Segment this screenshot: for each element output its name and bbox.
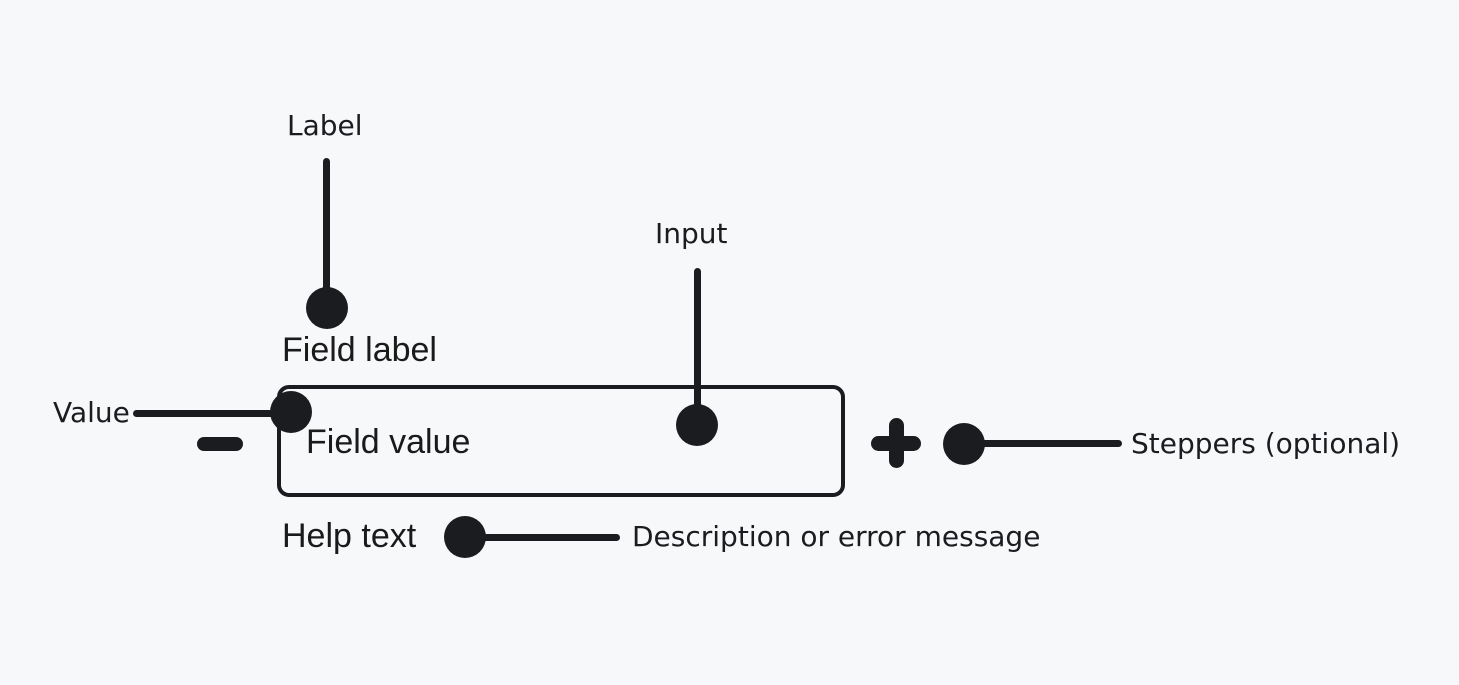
help-connector-line	[480, 534, 620, 541]
input-callout-text: Input	[655, 217, 728, 250]
plus-icon-vertical-bar	[889, 418, 904, 468]
minus-stepper-icon	[197, 437, 243, 451]
field-input-box	[277, 385, 845, 497]
value-callout-text: Value	[53, 396, 130, 429]
field-value: Field value	[306, 423, 471, 461]
field-label: Field label	[282, 331, 437, 369]
help-connector-dot	[444, 516, 486, 558]
steppers-callout-text: Steppers (optional)	[1131, 427, 1401, 460]
help-callout-text: Description or error message	[632, 520, 1041, 553]
value-connector-line	[133, 410, 283, 417]
label-connector-line	[323, 158, 330, 303]
input-connector-dot	[676, 404, 718, 446]
label-connector-dot	[306, 287, 348, 329]
help-text: Help text	[282, 517, 417, 555]
steppers-connector-line	[975, 440, 1122, 447]
label-callout-text: Label	[287, 109, 363, 142]
value-connector-dot	[270, 391, 312, 433]
input-connector-line	[694, 268, 701, 418]
